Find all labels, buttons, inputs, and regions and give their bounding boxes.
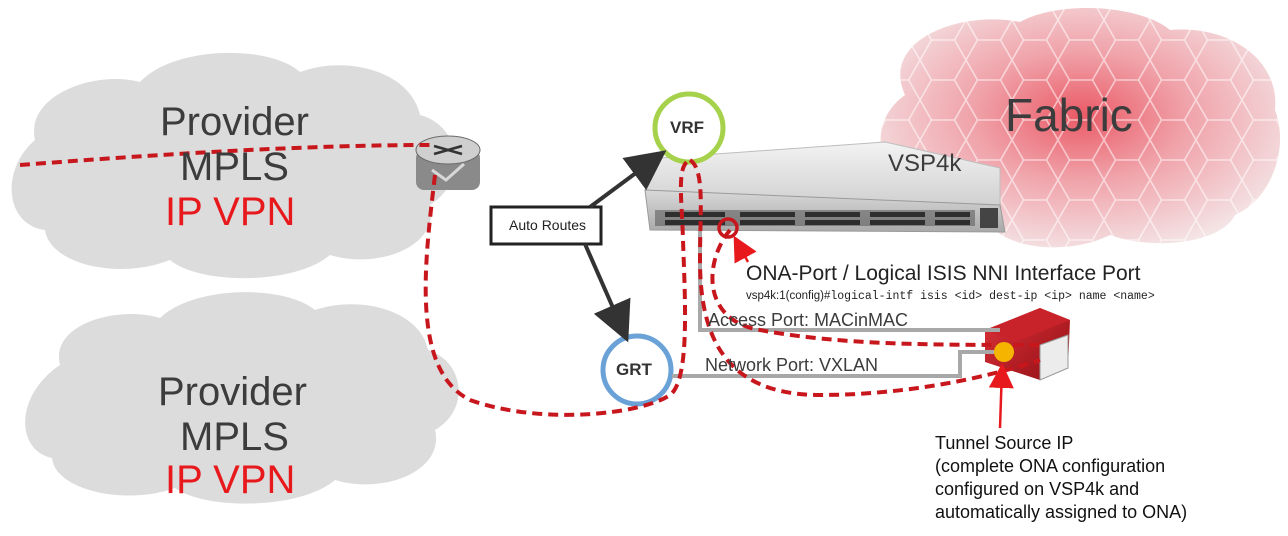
tunnel-note-line3: configured on VSP4k and: [935, 479, 1140, 499]
tunnel-source-dot: [994, 342, 1014, 362]
command-body: logical-intf isis <id> dest-ip <ip> name…: [830, 290, 1155, 303]
arrow-to-grt: [583, 243, 631, 343]
auto-routes-box: [489, 205, 603, 246]
grt-label: GRT: [616, 360, 652, 379]
access-port-label: Access Port: MACinMAC: [708, 310, 909, 330]
ona-port-marker: [717, 217, 739, 239]
ona-port-pointer: [733, 235, 757, 264]
arrow-to-vrf: [588, 150, 667, 209]
tunnel-note-line2: (complete ONA configuration: [935, 456, 1166, 476]
switch-name: VSP4k: [888, 150, 962, 177]
ona-port-command: vsp4k:1(config)#logical-intf isis <id> d…: [746, 290, 1155, 303]
tunnel-note-line1: Tunnel Source IP: [935, 433, 1074, 453]
tunnel-source-pointer: [988, 363, 1014, 429]
network-port-label: Network Port: VXLAN: [705, 355, 879, 375]
ona-device: [985, 308, 1070, 381]
cloud-bottom-line3: IP VPN: [165, 458, 296, 502]
vrf-label: VRF: [670, 118, 704, 137]
cloud-top-line1: Provider: [160, 100, 309, 144]
tunnel-source-note: Tunnel Source IP (complete ONA configura…: [935, 432, 1235, 524]
router-icon: [415, 135, 481, 190]
tunnel-note-line4: automatically assigned to ONA): [935, 502, 1188, 522]
ona-port-title: ONA-Port / Logical ISIS NNI Interface Po…: [746, 262, 1141, 285]
provider-cloud-bottom: [25, 292, 459, 504]
fabric-title: Fabric: [1005, 89, 1133, 141]
auto-routes-label: Auto Routes: [509, 217, 587, 233]
provider-cloud-top: [11, 52, 456, 279]
cloud-top-line2: MPLS: [180, 145, 289, 189]
vrf-node: [652, 91, 726, 165]
cloud-top-line3: IP VPN: [165, 190, 296, 234]
command-prompt: vsp4k:1(config)#: [746, 290, 831, 302]
grt-node: [600, 333, 674, 407]
traffic-path: [19, 143, 1046, 417]
cloud-bottom-line1: Provider: [158, 370, 307, 414]
cloud-bottom-line2: MPLS: [180, 415, 289, 459]
